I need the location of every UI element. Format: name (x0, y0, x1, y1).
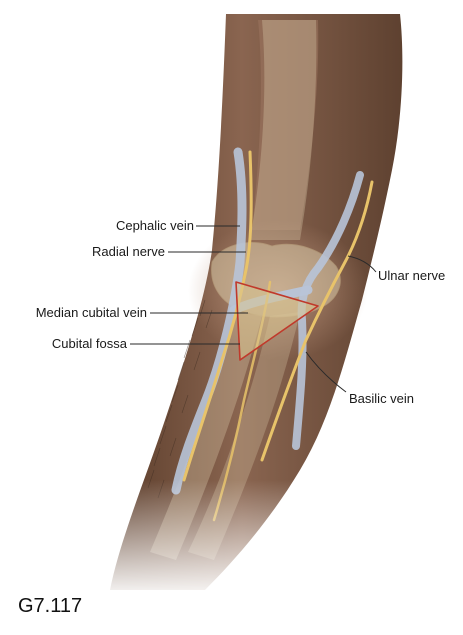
label-basilic-vein: Basilic vein (349, 391, 414, 406)
label-cubital-fossa: Cubital fossa (52, 336, 128, 351)
humerus-bone (250, 20, 317, 240)
leader-ulnar-nerve (347, 255, 377, 273)
bottom-fade (0, 480, 463, 600)
upper-arm-highlight (252, 20, 319, 230)
radial-nerve (182, 150, 253, 482)
figure-id: G7.117 (18, 595, 82, 617)
label-median-cubital-vein: Median cubital vein (36, 305, 147, 320)
cephalic-vein (171, 147, 247, 495)
leader-basilic-vein (305, 351, 347, 393)
leader-lines (130, 225, 377, 393)
label-radial-nerve: Radial nerve (92, 244, 165, 259)
cubital-fossa-outline (235, 281, 319, 361)
ulnar-nerve (260, 180, 374, 462)
label-ulnar-nerve: Ulnar nerve (378, 268, 445, 283)
label-cephalic-vein: Cephalic vein (116, 218, 194, 233)
